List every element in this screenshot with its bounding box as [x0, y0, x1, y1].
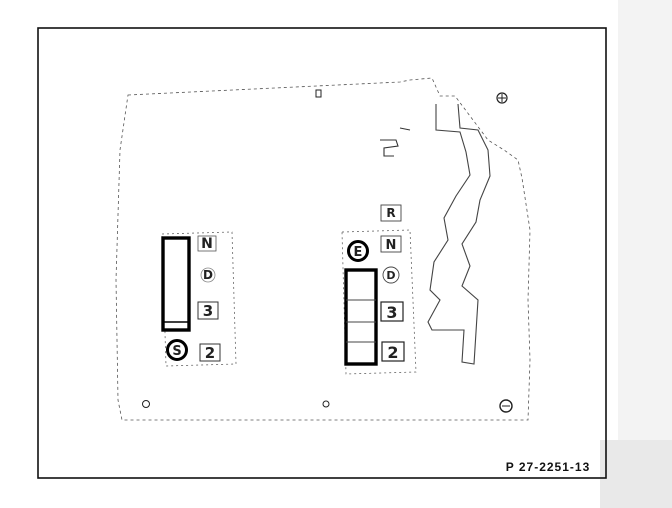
- right-gate-label-2: 2: [387, 343, 398, 362]
- right-position-indicator-bar: [344, 268, 378, 366]
- program-button-s: S: [166, 339, 188, 361]
- right-gate-label-r: R: [386, 206, 395, 220]
- right-shift-gate: R N D 3 2 E: [341, 204, 417, 375]
- diagram-frame: [37, 27, 607, 479]
- cover-plate-outline: [115, 77, 531, 421]
- left-position-indicator-bar: [161, 236, 191, 332]
- figure-reference-code: P 27-2251-13: [506, 460, 591, 474]
- mounting-screw-icon: [322, 400, 330, 408]
- left-gate-label-n: N: [201, 236, 213, 252]
- paper-corner-shading: [600, 440, 672, 508]
- mounting-screw-icon: [499, 399, 513, 413]
- program-button-e-label: E: [354, 245, 363, 260]
- bracket-detail: [380, 127, 411, 157]
- right-gate-label-n: N: [386, 238, 397, 253]
- right-gate-label-3: 3: [386, 303, 397, 322]
- program-button-e: E: [347, 240, 369, 262]
- mounting-screw-icon: [496, 92, 508, 104]
- right-gate-label-d: D: [386, 269, 395, 282]
- left-gate-label-2: 2: [205, 344, 215, 362]
- left-gate-label-3: 3: [203, 302, 213, 320]
- paper-edge-texture: [618, 0, 672, 508]
- selector-lever-slot: [427, 103, 491, 365]
- left-gate-label-d: D: [203, 268, 213, 282]
- left-shift-gate: N D 3 2 S: [161, 231, 237, 367]
- mounting-screw-icon: [142, 400, 150, 408]
- program-button-s-label: S: [172, 344, 181, 359]
- mounting-screw-icon: [315, 89, 322, 98]
